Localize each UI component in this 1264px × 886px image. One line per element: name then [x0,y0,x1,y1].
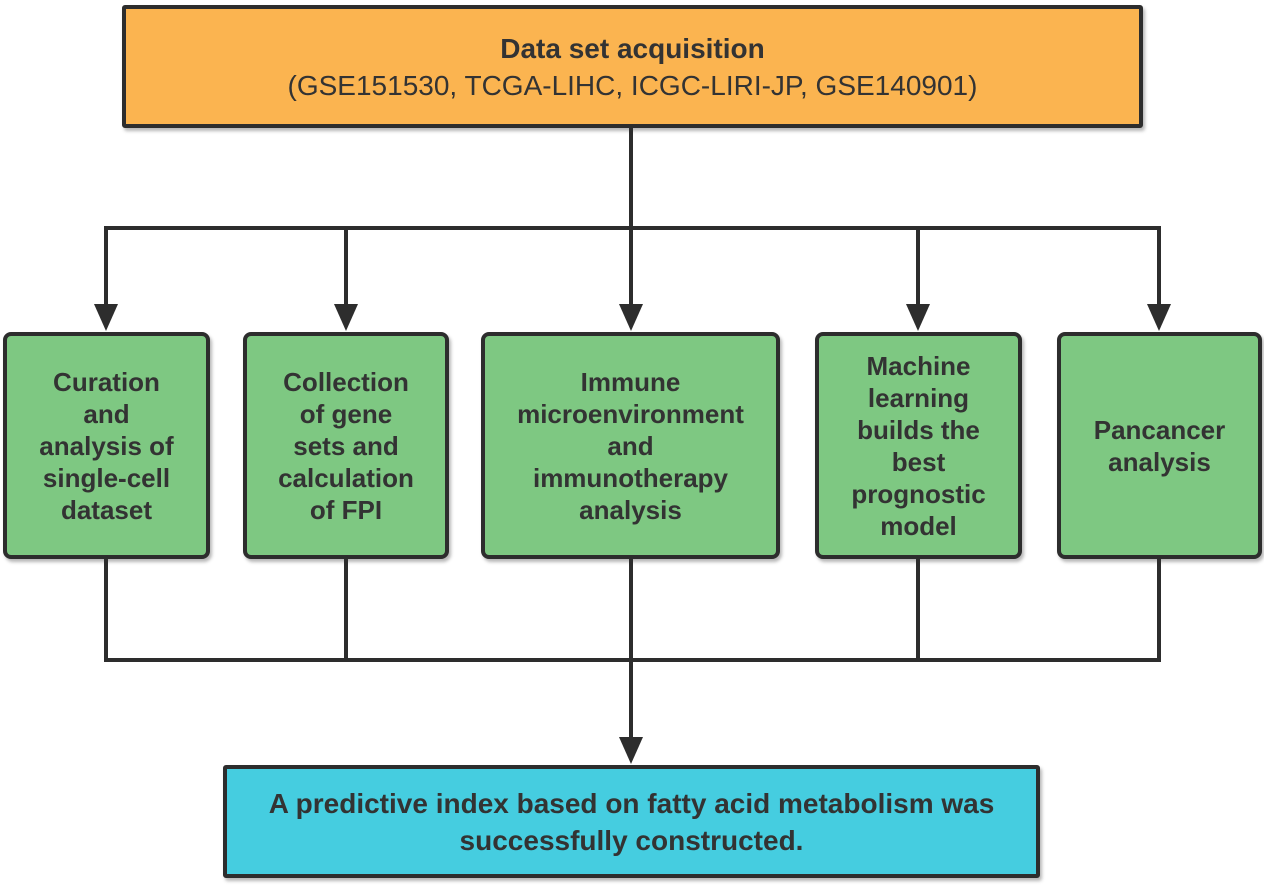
node-pancancer-analysis: Pancancer analysis [1057,332,1262,559]
node-label: Collection of gene sets and calculation … [278,366,414,525]
node-data-set-acquisition: Data set acquisition (GSE151530, TCGA-LI… [122,5,1143,128]
node-label: Curation and analysis of single-cell dat… [39,366,174,525]
node-single-cell-curation: Curation and analysis of single-cell dat… [3,332,210,559]
arrow-to-branch-3 [619,226,643,331]
node-title: Data set acquisition [500,32,765,64]
connector-branch-stems [104,557,1161,660]
node-gene-sets-fpi: Collection of gene sets and calculation … [243,332,449,559]
node-immune-analysis: Immune microenvironment and immunotherap… [481,332,780,559]
arrow-to-branch-5 [1147,226,1171,331]
node-label: Machine learning builds the best prognos… [851,350,986,541]
node-machine-learning-model: Machine learning builds the best prognos… [815,332,1022,559]
arrow-to-conclusion [619,658,643,764]
node-subtitle: (GSE151530, TCGA-LIHC, ICGC-LIRI-JP, GSE… [287,69,978,101]
node-label: A predictive index based on fatty acid m… [268,787,995,856]
node-label: Immune microenvironment and immunotherap… [517,366,744,525]
node-conclusion: A predictive index based on fatty acid m… [223,765,1040,878]
arrow-to-branch-4 [906,226,930,331]
arrow-to-branch-1 [94,226,118,331]
arrow-to-branch-2 [334,226,358,331]
node-label: Pancancer analysis [1093,414,1226,477]
